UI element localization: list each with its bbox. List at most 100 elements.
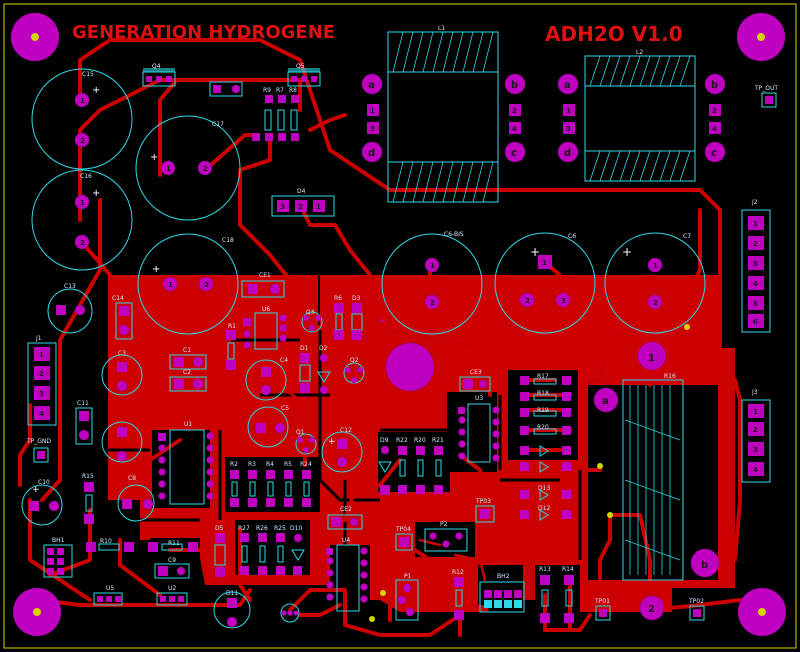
svg-text:R18: R18 xyxy=(537,390,549,397)
svg-text:D13: D13 xyxy=(538,485,550,492)
svg-text:C6: C6 xyxy=(568,233,576,240)
diode-d9: D9 xyxy=(378,437,392,495)
svg-text:BH1: BH1 xyxy=(52,537,65,544)
transistor-q3: Q3 xyxy=(301,309,323,333)
copper-traces xyxy=(18,38,742,637)
svg-text:R4: R4 xyxy=(266,461,274,468)
resistor-row-top: R2 R3 R4 R5 R24 xyxy=(230,461,312,507)
svg-text:D11: D11 xyxy=(226,590,238,597)
svg-text:C3: C3 xyxy=(118,350,126,357)
svg-text:U6: U6 xyxy=(262,306,270,313)
power-resistor-r16: R16 1 a b 2 xyxy=(593,341,720,621)
svg-text:4: 4 xyxy=(512,125,517,133)
svg-text:4: 4 xyxy=(753,280,758,288)
svg-text:1: 1 xyxy=(753,220,758,228)
capacitor-c19 xyxy=(209,81,243,97)
resistor-r15: R15 xyxy=(82,473,94,524)
svg-text:TP02: TP02 xyxy=(688,598,704,605)
svg-text:+: + xyxy=(622,245,632,259)
testpoint-tp-gnd: TP_GND xyxy=(26,438,51,463)
svg-text:R9: R9 xyxy=(263,87,271,94)
svg-text:R7: R7 xyxy=(276,87,284,94)
resistor-r6: R6 xyxy=(334,295,344,340)
capacitor-c15: C15 + 1 2 xyxy=(31,68,133,170)
capacitor-c8: C8 xyxy=(117,475,155,522)
svg-text:R3: R3 xyxy=(248,461,256,468)
svg-text:R27: R27 xyxy=(238,525,250,532)
capacitor-c3: C3 xyxy=(101,350,143,396)
svg-text:1: 1 xyxy=(80,199,85,207)
svg-text:1: 1 xyxy=(316,203,321,211)
svg-text:R8: R8 xyxy=(289,87,297,94)
ic-u3: U3 xyxy=(458,395,500,463)
svg-text:Q4: Q4 xyxy=(152,63,161,70)
svg-text:5: 5 xyxy=(753,300,758,308)
testpoint-tp01: TP01 xyxy=(594,598,611,621)
svg-text:D3: D3 xyxy=(352,295,361,302)
svg-text:R13: R13 xyxy=(539,566,551,573)
copper-pour xyxy=(108,275,735,615)
svg-text:1: 1 xyxy=(648,353,655,364)
svg-text:2: 2 xyxy=(753,426,758,434)
diode-bridge-d4: D4 3 2 1 xyxy=(271,188,335,217)
svg-text:4: 4 xyxy=(39,410,44,418)
svg-text:3: 3 xyxy=(39,390,44,398)
svg-text:R10: R10 xyxy=(100,538,112,545)
svg-text:R17: R17 xyxy=(537,373,549,380)
svg-text:2: 2 xyxy=(203,165,208,173)
capacitor-c9: C9 xyxy=(154,557,190,579)
svg-text:2: 2 xyxy=(712,107,717,115)
svg-text:1: 1 xyxy=(542,259,547,267)
svg-text:D9: D9 xyxy=(380,437,389,444)
svg-text:+: + xyxy=(152,264,160,275)
svg-text:U2: U2 xyxy=(168,585,176,592)
svg-text:R16: R16 xyxy=(664,373,676,380)
svg-text:R26: R26 xyxy=(256,525,268,532)
diode-d5: D5 xyxy=(214,525,226,577)
connector-j2: J2 1 2 3 4 5 6 xyxy=(741,199,771,333)
regulator-u6: U6 xyxy=(243,306,287,350)
svg-text:TP_OUT: TP_OUT xyxy=(754,85,778,92)
svg-text:c: c xyxy=(711,148,717,159)
svg-text:+: + xyxy=(150,152,158,163)
capacitor-c14: C14 xyxy=(112,295,133,340)
svg-text:3: 3 xyxy=(753,446,758,454)
svg-text:TP01: TP01 xyxy=(594,598,610,605)
svg-text:C5: C5 xyxy=(281,405,289,412)
svg-text:C17: C17 xyxy=(212,121,224,128)
svg-text:b: b xyxy=(511,80,518,91)
svg-text:3: 3 xyxy=(561,297,566,305)
svg-text:C4: C4 xyxy=(280,357,288,364)
via xyxy=(684,324,690,330)
svg-text:1: 1 xyxy=(80,97,85,105)
capacitor-ce2: CE2 xyxy=(327,506,363,530)
svg-text:P2: P2 xyxy=(440,521,448,528)
transistor-q2: Q2 xyxy=(343,357,365,384)
svg-text:R15: R15 xyxy=(82,473,94,480)
capacitor-c4: C4 xyxy=(245,357,288,401)
capacitor-c6-bis: C6-BIS 1 2 xyxy=(381,231,483,335)
transistor-q5: Q5 xyxy=(287,63,321,87)
svg-text:U1: U1 xyxy=(184,421,192,428)
svg-text:R21: R21 xyxy=(432,437,444,444)
svg-text:1: 1 xyxy=(168,281,173,289)
svg-text:+: + xyxy=(92,85,100,96)
svg-text:4: 4 xyxy=(712,125,717,133)
svg-text:2: 2 xyxy=(298,203,303,211)
svg-text:J2: J2 xyxy=(751,199,758,206)
svg-text:D1: D1 xyxy=(300,345,309,352)
svg-text:C9: C9 xyxy=(168,557,176,564)
svg-text:R1: R1 xyxy=(228,323,236,330)
svg-text:J1: J1 xyxy=(35,335,42,342)
svg-text:R2: R2 xyxy=(230,461,238,468)
svg-text:J3: J3 xyxy=(751,389,758,396)
svg-text:C11: C11 xyxy=(77,400,89,407)
svg-text:3: 3 xyxy=(370,125,375,133)
svg-text:P1: P1 xyxy=(404,573,412,580)
resistor-r12: R12 xyxy=(452,569,464,620)
svg-text:TP04: TP04 xyxy=(395,526,411,533)
svg-text:R20: R20 xyxy=(537,424,549,431)
connector-bh2: BH2 xyxy=(479,573,525,613)
svg-text:L1: L1 xyxy=(438,25,445,32)
capacitor-c11: C11 xyxy=(75,400,93,445)
